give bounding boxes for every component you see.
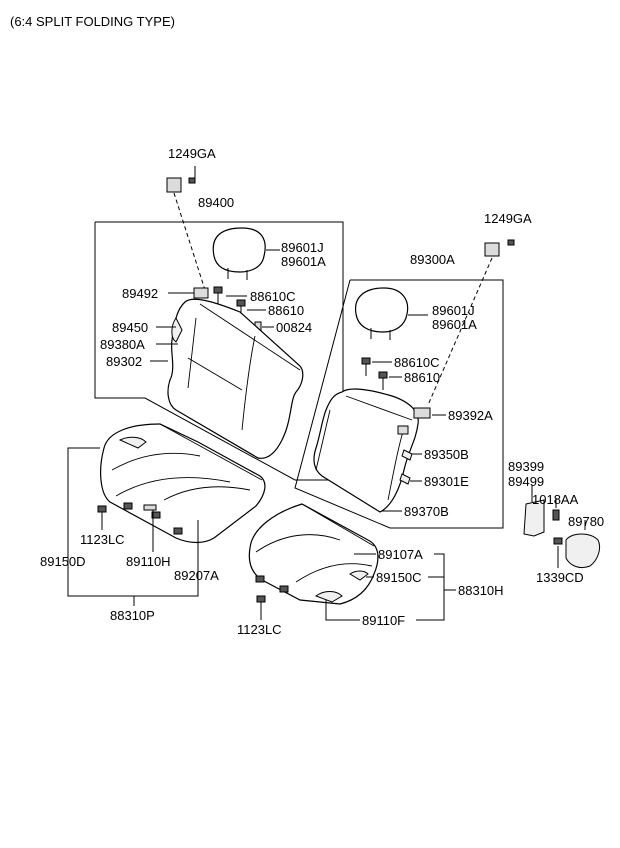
- leader-88310p-bracket: [67, 447, 199, 597]
- label-89302: 89302: [106, 354, 142, 369]
- part-88610-right: [378, 371, 388, 379]
- left-cushion-group: [67, 423, 266, 606]
- clip-1249ga-left-part: [166, 177, 182, 193]
- label-1339cd: 1339CD: [536, 570, 584, 585]
- label-1249ga-left: 1249GA: [168, 146, 216, 161]
- label-89392a: 89392A: [448, 408, 493, 423]
- part-88610c-left: [213, 286, 223, 294]
- part-labels: 1249GA 89400 89601J 89601A 89492 88610C …: [40, 146, 604, 637]
- label-88310h: 88310H: [458, 583, 504, 598]
- left-cushion-feet: [123, 502, 183, 535]
- part-1123lc-left: [97, 505, 107, 513]
- label-89492: 89492: [122, 286, 158, 301]
- dash-clip-right: [427, 257, 493, 406]
- label-89450: 89450: [112, 320, 148, 335]
- headrest-left-part: [212, 227, 266, 280]
- right-seatback-part: [313, 388, 419, 513]
- part-1339cd: [553, 537, 563, 545]
- label-89380a: 89380A: [100, 337, 145, 352]
- label-89110f: 89110F: [362, 613, 405, 628]
- clip-1249ga-right-part: [484, 242, 500, 257]
- label-89107a: 89107A: [378, 547, 423, 562]
- part-1018aa: [552, 509, 560, 521]
- label-89110h: 89110H: [126, 554, 171, 569]
- label-89301e: 89301E: [424, 474, 469, 489]
- left-seatback-group: [94, 166, 344, 481]
- label-00824: 00824: [276, 320, 312, 335]
- part-88610c-right: [361, 357, 371, 365]
- label-88610-right: 88610: [404, 370, 440, 385]
- label-1123lc-left: 1123LC: [80, 532, 125, 547]
- label-1123lc-right: 1123LC: [237, 622, 282, 637]
- leader-88310h-bracket: [416, 553, 445, 621]
- label-89350b: 89350B: [424, 447, 469, 462]
- label-89400: 89400: [198, 195, 234, 210]
- label-89780: 89780: [568, 514, 604, 529]
- label-89370b: 89370B: [404, 504, 449, 519]
- right-seatback-group: [294, 239, 515, 529]
- headrest-right-part: [355, 287, 409, 340]
- label-89601a-left: 89601A: [281, 254, 326, 269]
- part-89399: [523, 499, 545, 537]
- label-89601j-left: 89601J: [281, 240, 324, 255]
- label-88610c-right: 88610C: [394, 355, 440, 370]
- leader-89300a-frame: [294, 279, 504, 529]
- part-89492: [193, 287, 209, 299]
- label-89399: 89399: [508, 459, 544, 474]
- part-89392a: [413, 407, 431, 419]
- label-89300a: 89300A: [410, 252, 455, 267]
- part-89780: [565, 533, 601, 569]
- label-89207a: 89207A: [174, 568, 219, 583]
- right-cushion-group: [248, 503, 456, 621]
- label-89150d: 89150D: [40, 554, 86, 569]
- label-88310p: 88310P: [110, 608, 155, 623]
- leader-89400-frame: [94, 221, 344, 481]
- left-seatback-part: [167, 298, 304, 459]
- label-89150c: 89150C: [376, 570, 422, 585]
- label-1018aa: 1018AA: [532, 492, 579, 507]
- part-88610-left: [236, 299, 246, 307]
- label-88610c-left: 88610C: [250, 289, 296, 304]
- screw-1249ga-left-part: [188, 177, 196, 184]
- label-89601a-right: 89601A: [432, 317, 477, 332]
- dash-clip-left: [173, 192, 206, 291]
- screw-1249ga-right-part: [507, 239, 515, 246]
- label-89499: 89499: [508, 474, 544, 489]
- leader-89110f: [325, 600, 360, 621]
- diagram-title: (6:4 SPLIT FOLDING TYPE): [10, 14, 175, 29]
- right-cushion-part: [248, 503, 379, 605]
- right-cushion-feet: [255, 575, 289, 593]
- part-1123lc-right: [256, 595, 266, 603]
- label-89601j-right: 89601J: [432, 303, 475, 318]
- label-1249ga-right: 1249GA: [484, 211, 532, 226]
- left-cushion-part: [100, 423, 266, 544]
- side-parts-group: [523, 486, 601, 569]
- label-88610-left: 88610: [268, 303, 304, 318]
